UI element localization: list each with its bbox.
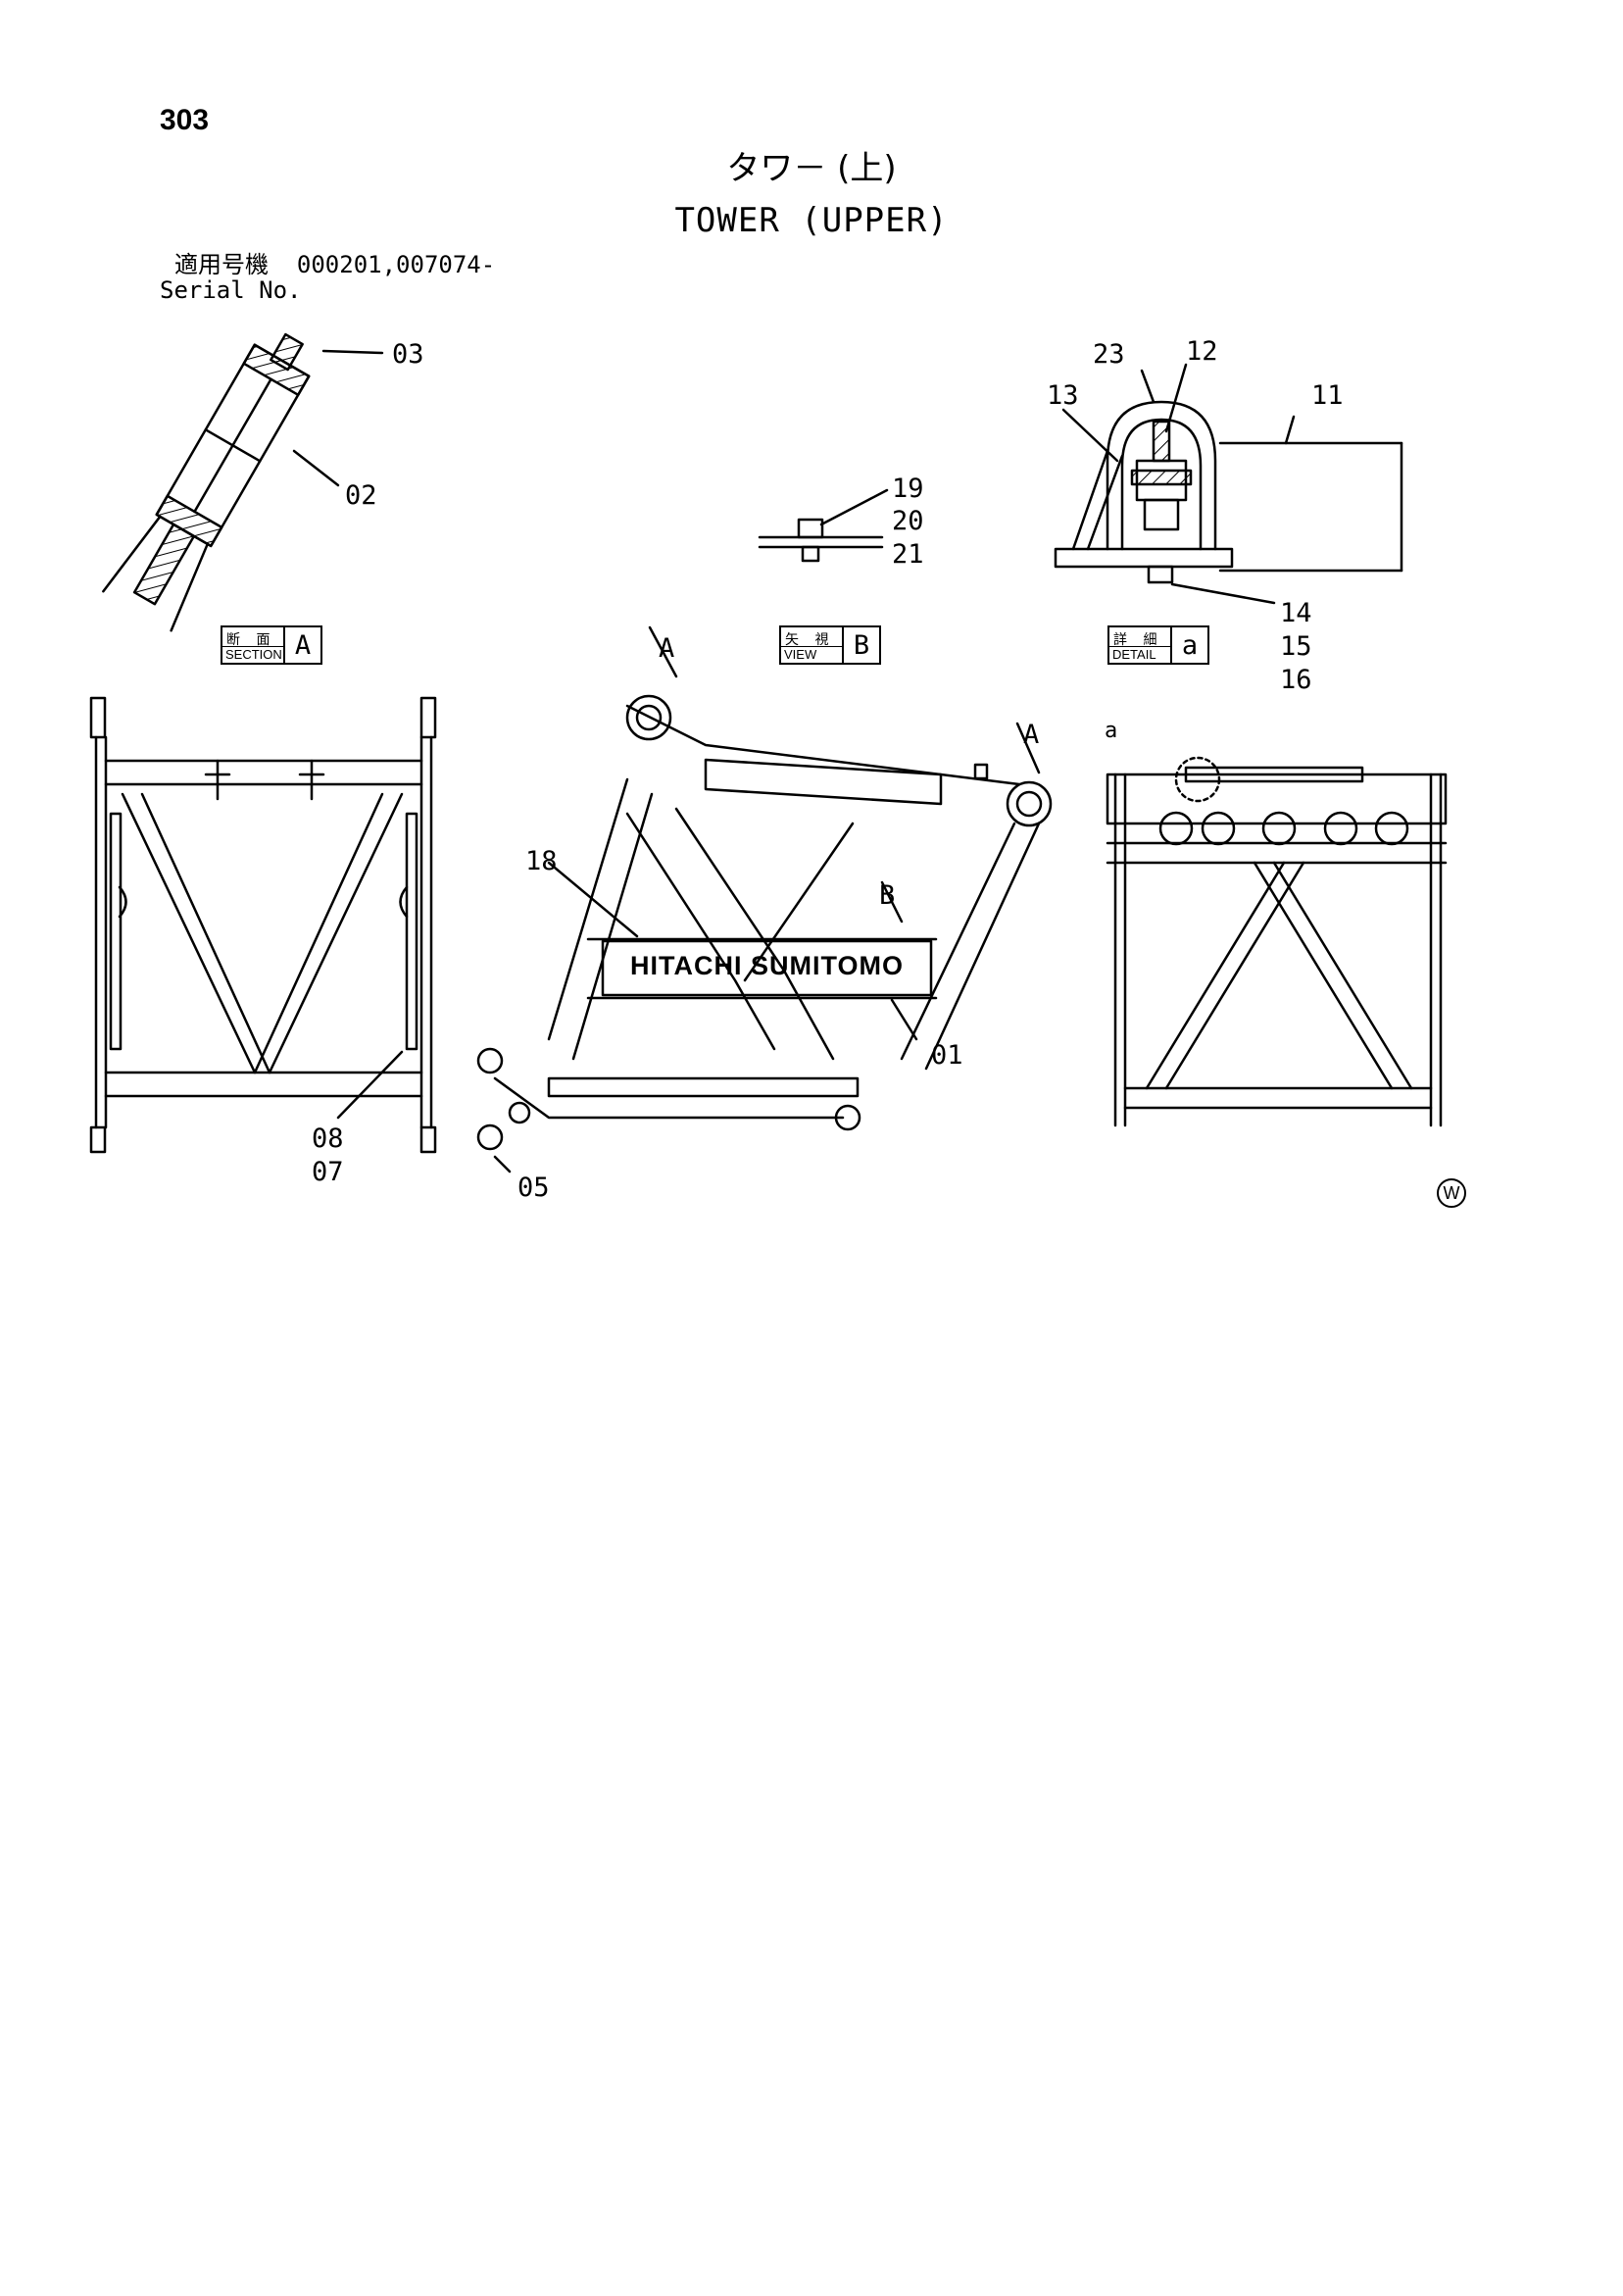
callout-15: 15 [1280,631,1312,662]
view-label-letter: B [844,625,881,665]
detail-label-letter: a [1172,625,1209,665]
callout-03: 03 [392,339,424,370]
logo-plate-text: HITACHI SUMITOMO [630,951,904,980]
view-b-label: 矢 視 VIEW B [779,625,881,665]
callout-20: 20 [892,506,924,536]
detail-a-label: 詳 細 DETAIL a [1107,625,1209,665]
view-b-drawing [758,488,889,563]
callout-05: 05 [517,1173,550,1203]
view-label-jp: 矢 視 [785,632,835,648]
section-a-label: 断 面 SECTION A [221,625,322,665]
section-label-jp: 断 面 [226,632,276,648]
title-english: TOWER (UPPER) [674,201,949,240]
section-label-en: SECTION [225,647,282,662]
callout-01: 01 [931,1040,963,1071]
callout-18: 18 [525,846,558,876]
view-marker-a-right: A [1023,720,1040,750]
callout-14: 14 [1280,598,1312,628]
callout-08: 08 [312,1123,344,1154]
serial-en-label: Serial No. [160,276,302,304]
detail-label-en: DETAIL [1112,647,1156,662]
page-number: 303 [160,104,210,136]
serial-line: 適用号機 000201,007074- [174,253,495,276]
callout-21: 21 [892,539,924,570]
view-marker-b: B [879,880,896,911]
title-japanese: タワ－ (上) [726,149,897,188]
tower-side-view [89,696,437,1154]
view-label-en: VIEW [784,647,817,662]
callout-16: 16 [1280,665,1312,695]
callout-13: 13 [1047,380,1079,411]
tower-front-view [476,625,1053,1173]
serial-jp-label: 適用号機 [174,251,269,278]
callout-12: 12 [1186,336,1218,367]
view-marker-a-left: A [659,633,675,664]
detail-label-jp: 詳 細 [1113,632,1163,648]
detail-marker-a: a [1105,719,1118,743]
tower-rear-view [1106,756,1448,1127]
callout-23: 23 [1093,339,1125,370]
detail-a-drawing [1054,363,1403,605]
section-a-drawing [102,332,384,632]
section-label-letter: A [285,625,322,665]
callout-07: 07 [312,1157,344,1187]
callout-02: 02 [345,480,377,511]
callout-11: 11 [1311,380,1344,411]
callout-19: 19 [892,474,924,504]
corner-w-mark: W [1437,1178,1466,1208]
serial-numbers: 000201,007074- [296,251,496,278]
